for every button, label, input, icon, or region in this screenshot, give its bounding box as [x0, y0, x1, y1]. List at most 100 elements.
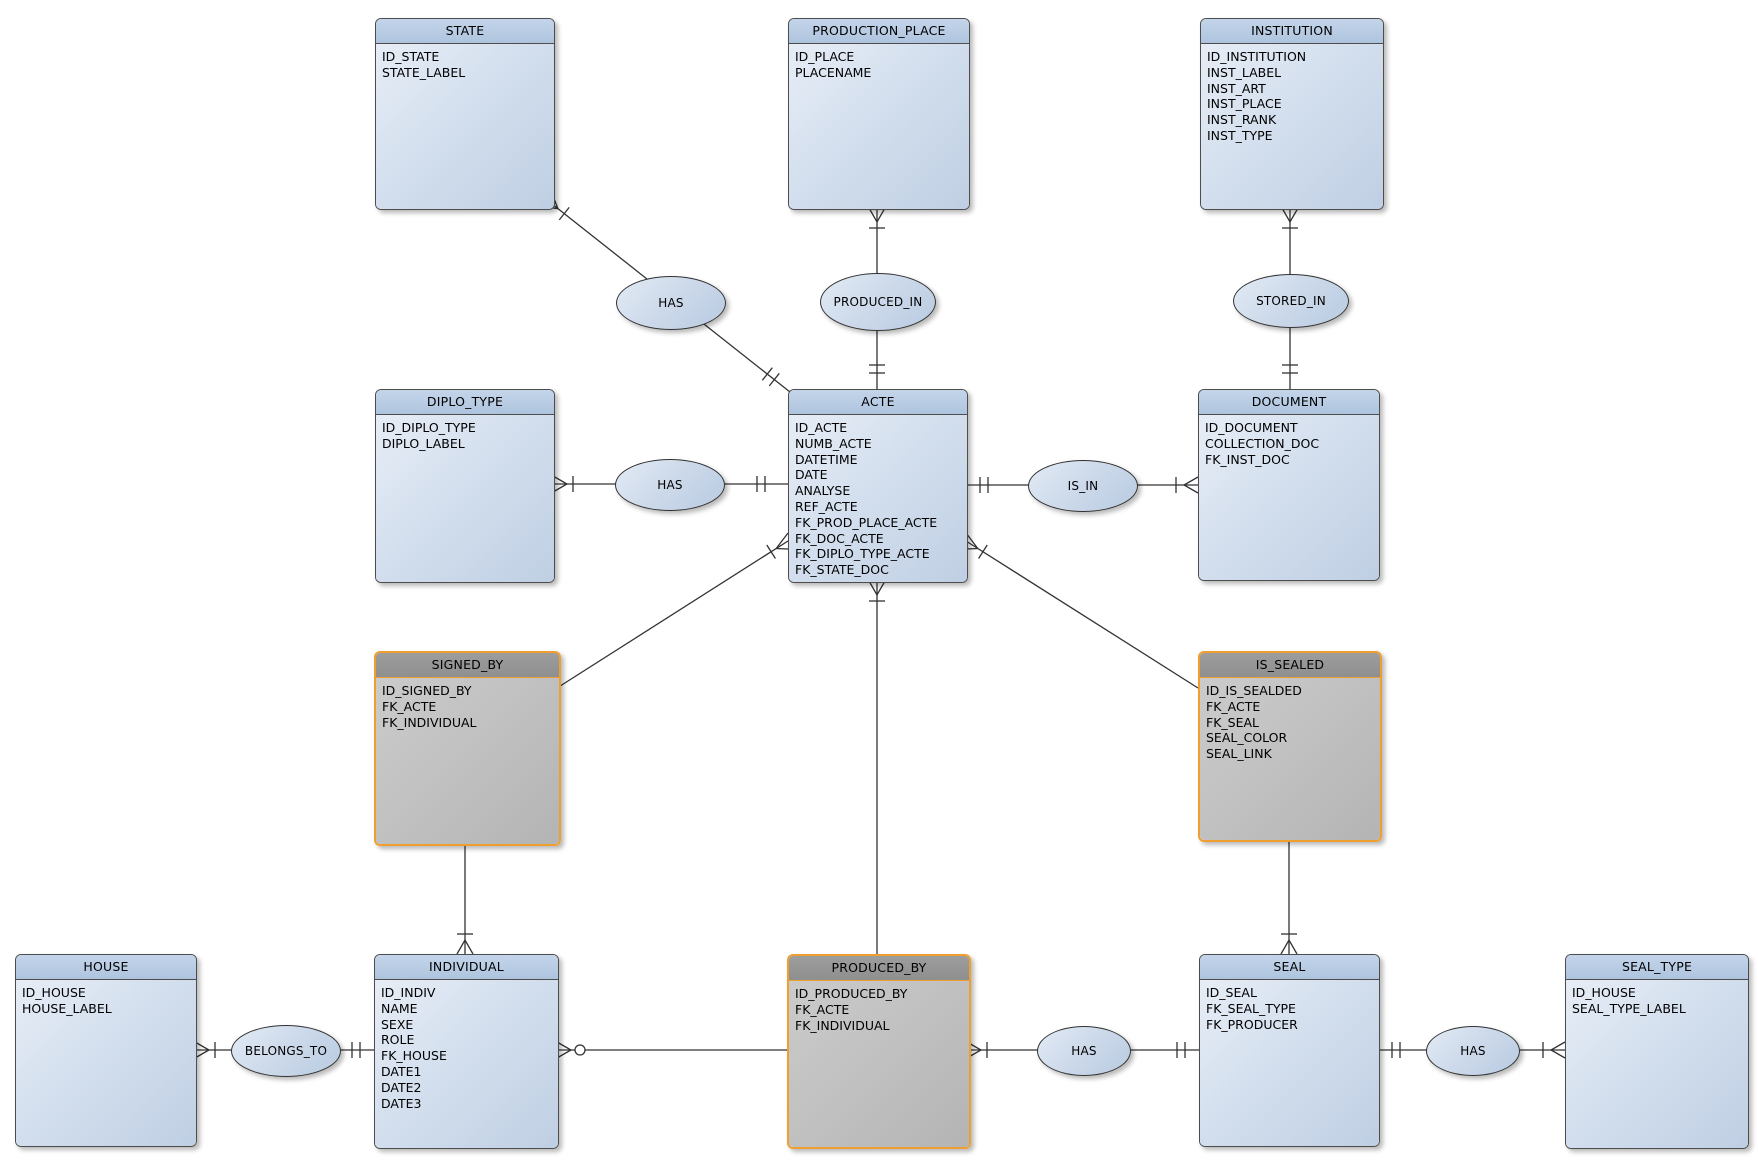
field-row: ID_HOUSE	[22, 985, 86, 1000]
field-row: PLACENAME	[795, 64, 872, 80]
relationship-has-state-acte[interactable]: HAS	[616, 276, 726, 330]
field-row: INST_ART	[1207, 80, 1266, 96]
relationship-label: BELONGS_TO	[244, 1044, 328, 1058]
relationship-has-diplotype-acte[interactable]: HAS	[615, 459, 725, 511]
field-row: SEAL_LINK	[1206, 746, 1272, 762]
field-row: ID_STATE	[382, 49, 440, 64]
entity-title: INSTITUTION	[1201, 19, 1383, 44]
field-row: ID_ACTE	[795, 420, 848, 435]
connector-acte-issealed	[965, 532, 1199, 689]
entity-title: HOUSE	[16, 955, 196, 980]
field-row: ANALYSE	[795, 483, 851, 499]
entity-title: DIPLO_TYPE	[376, 390, 554, 415]
field-row: DATE	[795, 467, 828, 483]
field-row: INST_RANK	[1207, 112, 1277, 128]
field-row: HOUSE_LABEL	[22, 1000, 112, 1016]
relationship-is-in[interactable]: IS_IN	[1028, 460, 1138, 512]
relationship-label: STORED_IN	[1256, 294, 1326, 308]
field-row: ID_HOUSE	[1572, 985, 1636, 1000]
entity-title: INDIVIDUAL	[375, 955, 558, 980]
relationship-has-producedby-seal[interactable]: HAS	[1037, 1026, 1131, 1076]
field-row: FK_DOC_ACTE	[795, 530, 884, 546]
entity-title: PRODUCED_BY	[789, 956, 969, 981]
field-row: FK_ACTE	[795, 1001, 850, 1017]
field-row: FK_ACTE	[1206, 698, 1261, 714]
field-row: FK_STATE_DOC	[795, 562, 889, 578]
relationship-label: HAS	[658, 296, 684, 310]
field-row: FK_SEAL	[1206, 714, 1259, 730]
field-row: SEAL_TYPE_LABEL	[1572, 1000, 1686, 1016]
field-row: COLLECTION_DOC	[1205, 435, 1320, 451]
field-row: NAME	[381, 1000, 418, 1016]
field-row: ID_IS_SEALDED	[1206, 683, 1302, 698]
relationship-label: HAS	[1071, 1044, 1097, 1058]
relationship-label: HAS	[657, 478, 683, 492]
field-row: ID_DIPLO_TYPE	[382, 420, 476, 435]
relationship-stored-in[interactable]: STORED_IN	[1233, 274, 1349, 328]
connector-acte-producedby	[868, 580, 886, 954]
field-row: FK_INDIVIDUAL	[382, 714, 477, 730]
field-row: ID_PRODUCED_BY	[795, 986, 908, 1001]
entity-title: PRODUCTION_PLACE	[789, 19, 969, 44]
connector-issealed-seal	[1280, 838, 1298, 955]
relationship-has-seal-sealtype[interactable]: HAS	[1426, 1026, 1520, 1076]
field-row: ID_SEAL	[1206, 985, 1257, 1000]
field-row: FK_PROD_PLACE_ACTE	[795, 514, 938, 530]
connector-signedby-individual	[456, 842, 474, 955]
relationship-label: HAS	[1460, 1044, 1486, 1058]
field-row: ID_INSTITUTION	[1207, 49, 1307, 64]
field-row: ROLE	[381, 1032, 415, 1048]
relationship-label: IS_IN	[1067, 479, 1099, 493]
field-row: FK_INDIVIDUAL	[795, 1017, 890, 1033]
entity-title: SEAL_TYPE	[1566, 955, 1748, 980]
field-row: ID_PLACE	[795, 49, 855, 64]
relationship-produced-in[interactable]: PRODUCED_IN	[820, 273, 936, 331]
relationship-belongs-to[interactable]: BELONGS_TO	[231, 1025, 341, 1077]
field-row: NUMB_ACTE	[795, 435, 872, 451]
connector-individual-producedby	[556, 1041, 787, 1059]
field-row: DIPLO_LABEL	[382, 435, 465, 451]
field-row: FK_INST_DOC	[1205, 451, 1290, 467]
field-row: SEAL_COLOR	[1206, 730, 1288, 746]
field-row: REF_ACTE	[795, 498, 858, 514]
entity-title: ACTE	[789, 390, 967, 415]
field-row: DATETIME	[795, 451, 858, 467]
field-row: DATE3	[381, 1095, 422, 1111]
field-row: DATE2	[381, 1079, 422, 1095]
field-row: FK_SEAL_TYPE	[1206, 1000, 1296, 1016]
relationship-label: PRODUCED_IN	[833, 295, 923, 309]
field-row: ID_DOCUMENT	[1205, 420, 1298, 435]
field-row: FK_HOUSE	[381, 1048, 447, 1064]
entity-title: IS_SEALED	[1200, 653, 1380, 678]
field-row: FK_ACTE	[382, 698, 437, 714]
field-row: ID_INDIV	[381, 985, 436, 1000]
field-row: FK_DIPLO_TYPE_ACTE	[795, 546, 930, 562]
field-row: INST_LABEL	[1207, 64, 1282, 80]
